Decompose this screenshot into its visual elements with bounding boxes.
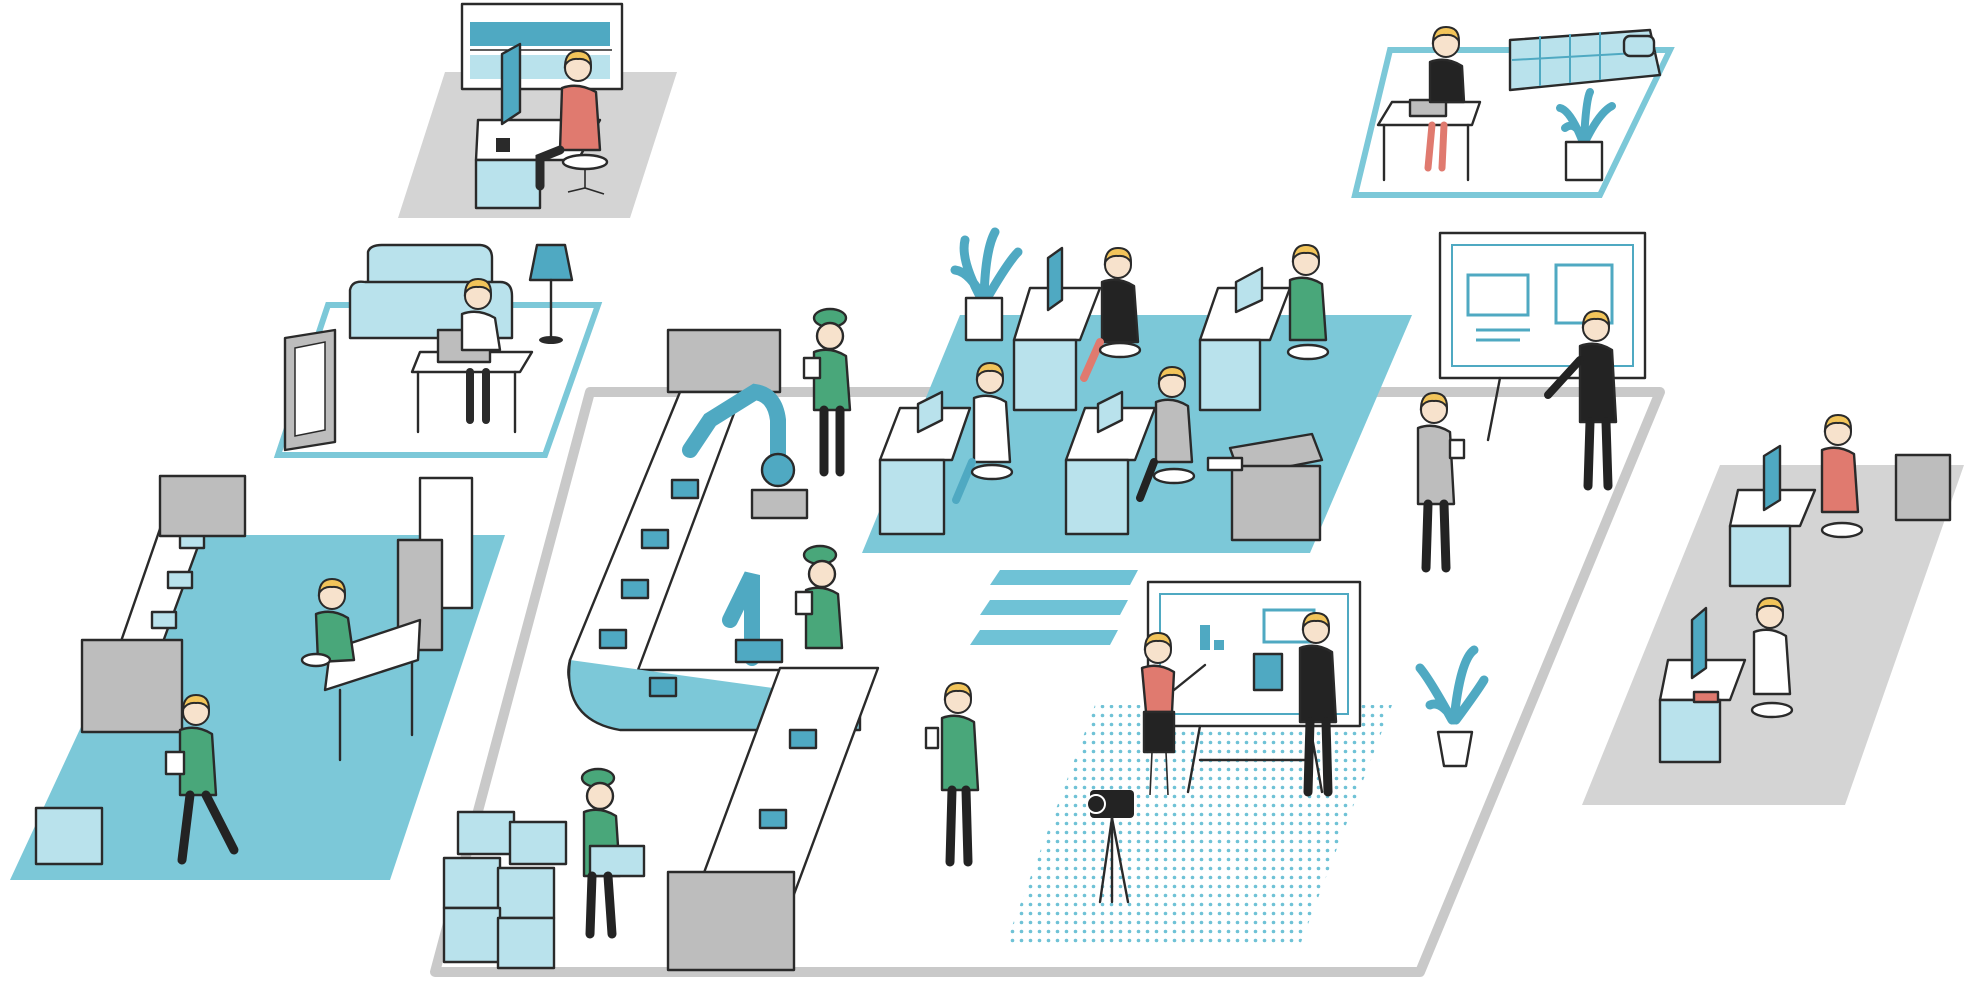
left-factory xyxy=(34,474,474,866)
office-worker-4 xyxy=(1136,366,1194,502)
stripe-marks xyxy=(970,570,1138,645)
bedroom-plant xyxy=(1556,88,1616,182)
conveyor-scanner xyxy=(666,328,782,394)
floor-lamp xyxy=(528,243,574,344)
bed xyxy=(1508,28,1662,92)
mug xyxy=(496,138,510,152)
open-office xyxy=(878,227,1330,542)
presentation-area xyxy=(1416,231,1647,573)
office-laptop-2 xyxy=(916,390,944,434)
office-worker-1 xyxy=(1080,247,1140,382)
remote-desk-top xyxy=(1728,414,1952,588)
office-monitor xyxy=(1046,246,1064,312)
bedroom-worker xyxy=(1424,26,1466,172)
conveyor-items xyxy=(598,478,818,830)
scanner-top xyxy=(158,474,247,538)
office-worker-3 xyxy=(952,362,1012,504)
office-worker-2 xyxy=(1288,244,1328,342)
bedroom-laptop xyxy=(1408,98,1448,118)
desk-drawer xyxy=(474,158,542,210)
living-room xyxy=(283,243,574,452)
video-studio xyxy=(1086,580,1489,904)
floor-plates xyxy=(10,47,1964,977)
robot-arm-lower xyxy=(722,571,784,666)
living-worker xyxy=(460,278,502,424)
factory-desk-worker xyxy=(300,578,356,668)
office-chairs xyxy=(970,341,1330,485)
home-study xyxy=(460,2,624,210)
line-inspector-top xyxy=(802,307,852,477)
factory-desk xyxy=(323,618,422,692)
office-laptop-1 xyxy=(1234,266,1264,314)
office-plant xyxy=(950,227,1023,342)
line-inspector-mid xyxy=(794,544,844,650)
presenter xyxy=(1544,310,1618,491)
studio-presenter-male xyxy=(1252,612,1338,797)
robot-arm-upper xyxy=(682,383,809,520)
listener xyxy=(1416,392,1466,573)
study-worker xyxy=(535,50,609,195)
studio-presenter-female xyxy=(1140,632,1207,796)
end-machine xyxy=(666,870,796,972)
cardboard-box xyxy=(34,806,104,866)
monitor xyxy=(500,42,522,126)
stacked-boxes xyxy=(442,810,568,970)
office-printer xyxy=(1206,432,1324,542)
phone-worker xyxy=(924,682,980,867)
bedroom xyxy=(1376,26,1662,182)
box-carrier xyxy=(580,767,646,939)
office-laptop-3 xyxy=(1096,390,1124,434)
remote-desk-bottom xyxy=(1658,597,1794,764)
remote-desks xyxy=(1658,414,1952,764)
studio-plant xyxy=(1415,645,1489,768)
office-desks xyxy=(878,286,1292,536)
conveyor-line xyxy=(442,307,980,972)
video-camera xyxy=(1086,790,1134,904)
packing-machine xyxy=(80,638,184,734)
walking-worker xyxy=(164,694,239,865)
